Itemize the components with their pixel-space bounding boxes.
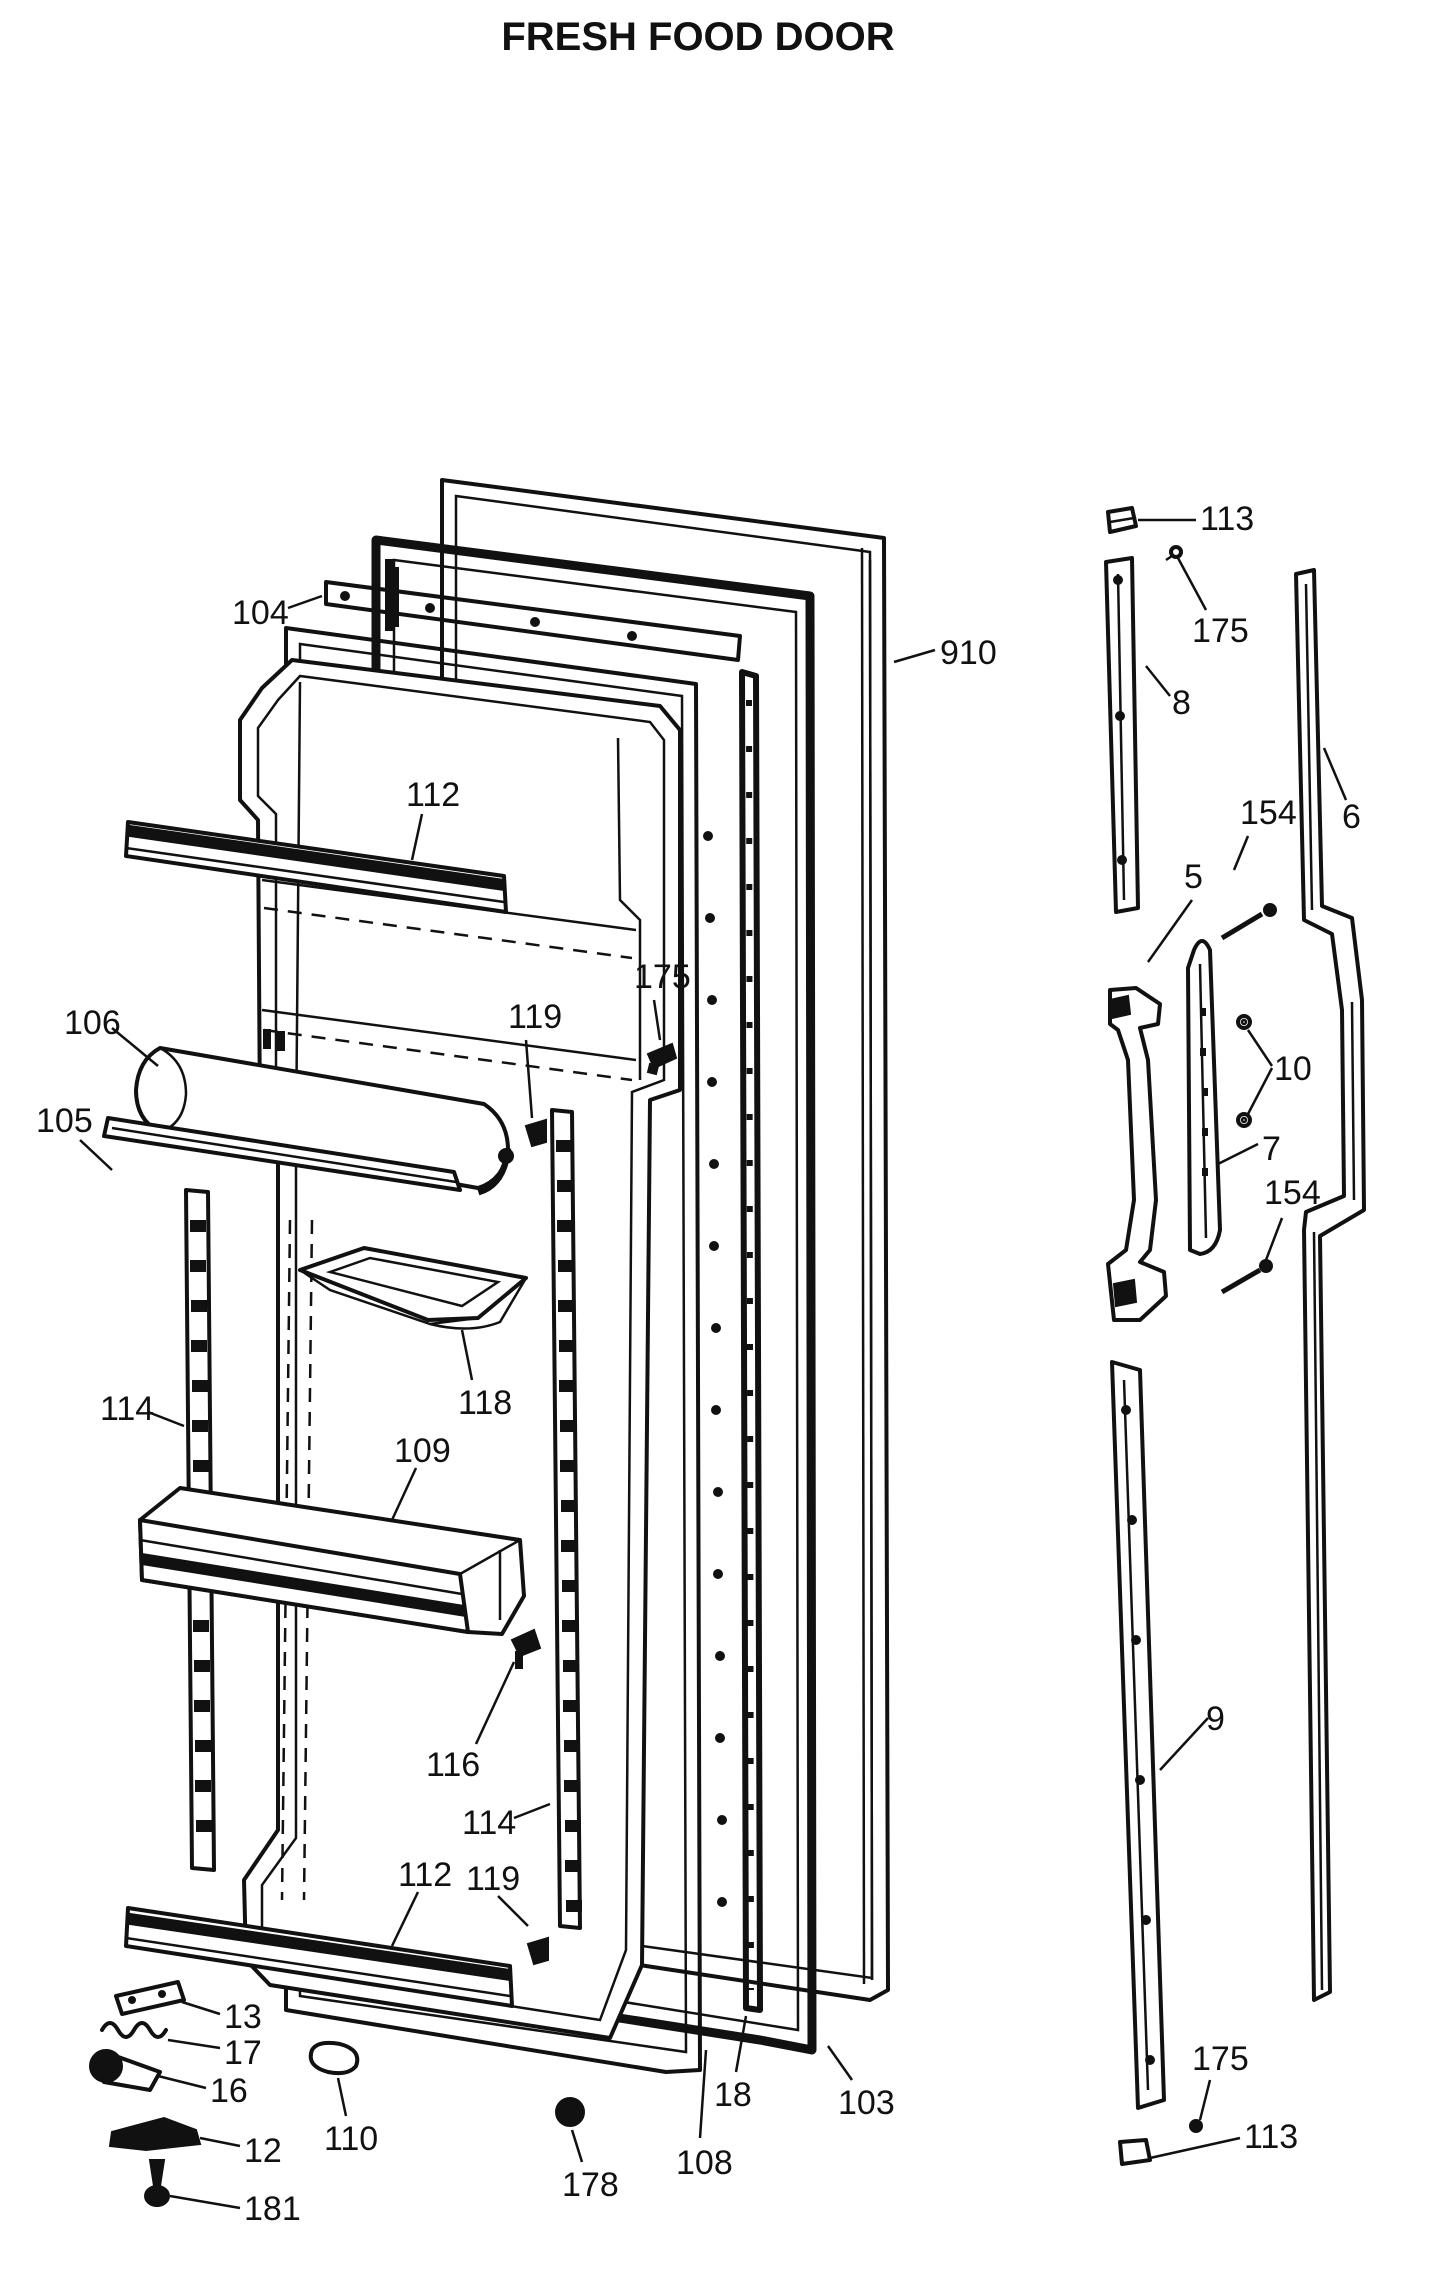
shelf-bar-105 bbox=[102, 1116, 462, 1192]
label-910: 910 bbox=[940, 634, 997, 672]
label-112-upper: 112 bbox=[406, 776, 460, 814]
label-119-upper: 119 bbox=[508, 998, 562, 1036]
label-175-bottom: 175 bbox=[1192, 2040, 1249, 2078]
shelf-bar-112-lower bbox=[124, 1906, 514, 2008]
label-175-top: 175 bbox=[1192, 612, 1249, 650]
shelf-rail-114-right bbox=[550, 1108, 582, 1930]
label-5: 5 bbox=[1184, 858, 1203, 896]
label-113-top: 113 bbox=[1200, 500, 1254, 538]
label-9: 9 bbox=[1206, 1700, 1225, 1738]
label-12: 12 bbox=[244, 2132, 282, 2170]
handle-assembly bbox=[1104, 506, 1366, 2166]
rail-strip-18 bbox=[739, 669, 763, 2013]
label-119-lower: 119 bbox=[466, 1860, 520, 1898]
label-13: 13 bbox=[224, 1998, 262, 2036]
breaker-strip-104 bbox=[324, 559, 742, 662]
label-154-bottom: 154 bbox=[1264, 1174, 1321, 1212]
leader-lines bbox=[79, 518, 1348, 2210]
shelf-bar-112-upper bbox=[124, 820, 508, 914]
label-18: 18 bbox=[714, 2076, 752, 2114]
label-10: 10 bbox=[1274, 1050, 1312, 1088]
small-parts-group bbox=[89, 1042, 678, 2207]
label-7: 7 bbox=[1262, 1130, 1281, 1168]
label-8: 8 bbox=[1172, 684, 1191, 722]
label-112-lower: 112 bbox=[398, 1856, 452, 1894]
label-108: 108 bbox=[676, 2144, 733, 2182]
label-110: 110 bbox=[324, 2120, 378, 2158]
label-175-center: 175 bbox=[634, 958, 691, 996]
egg-tray-118 bbox=[298, 1246, 528, 1330]
label-116: 116 bbox=[426, 1746, 480, 1784]
part-labels: 910 104 112 175 119 106 105 118 114 109 … bbox=[36, 500, 1361, 2228]
label-105: 105 bbox=[36, 1102, 93, 1140]
door-bin-109 bbox=[138, 1486, 526, 1636]
label-118: 118 bbox=[458, 1384, 512, 1422]
label-16: 16 bbox=[210, 2072, 248, 2110]
diagram-title: FRESH FOOD DOOR bbox=[501, 15, 894, 59]
label-178: 178 bbox=[562, 2166, 619, 2204]
label-106: 106 bbox=[64, 1004, 121, 1042]
label-114-right: 114 bbox=[462, 1804, 516, 1842]
label-154-top: 154 bbox=[1240, 794, 1297, 832]
label-17: 17 bbox=[224, 2034, 262, 2072]
label-109: 109 bbox=[394, 1432, 451, 1470]
inner-door-liner bbox=[238, 658, 682, 2040]
label-6: 6 bbox=[1342, 798, 1361, 836]
dairy-compartment-106 bbox=[134, 1046, 514, 1196]
label-104: 104 bbox=[232, 594, 289, 632]
shelf-rail-114-left bbox=[184, 1188, 216, 1872]
label-103: 103 bbox=[838, 2084, 895, 2122]
label-114-left: 114 bbox=[100, 1390, 154, 1428]
label-181: 181 bbox=[244, 2190, 301, 2228]
label-113-bottom: 113 bbox=[1244, 2118, 1298, 2156]
